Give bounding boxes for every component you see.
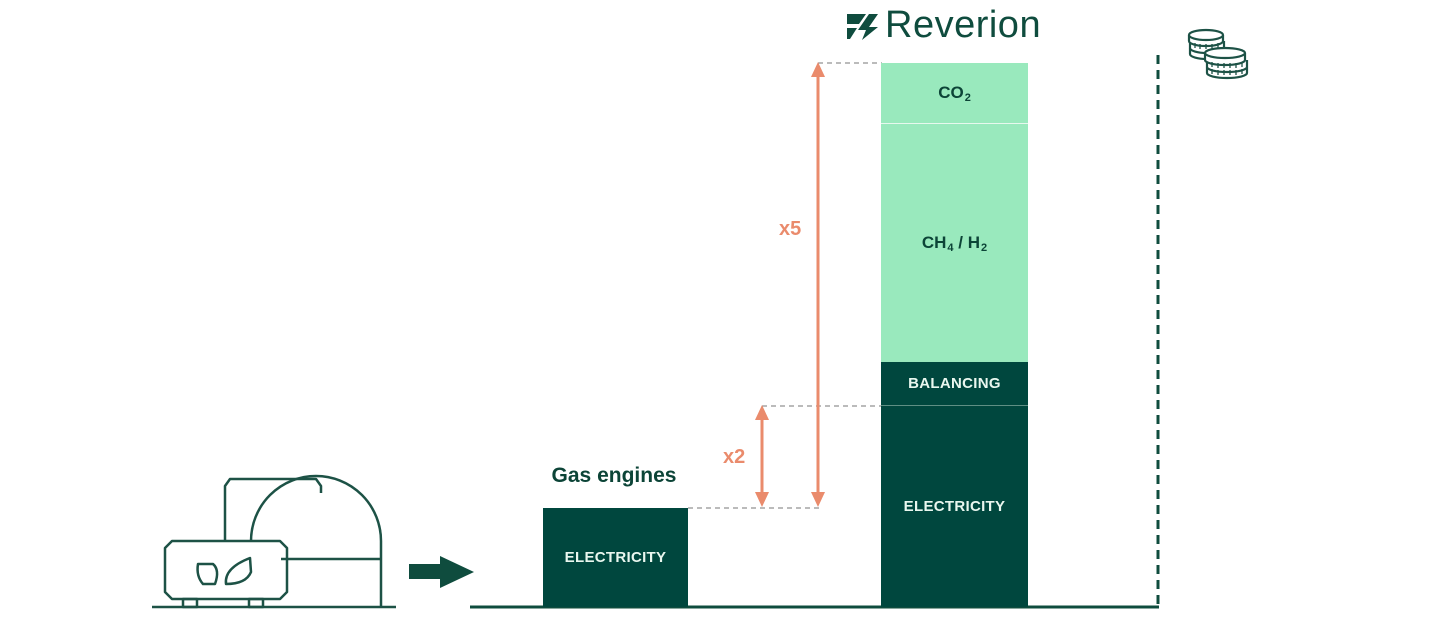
segment-label: BALANCING xyxy=(908,375,1001,392)
right-arrow-icon xyxy=(409,556,474,588)
segment-divider xyxy=(881,123,1028,124)
x5-double-arrow xyxy=(811,62,825,507)
gas-engines-title: Gas engines xyxy=(551,464,677,487)
coins-icon xyxy=(1187,28,1249,80)
reverion-mark-icon xyxy=(847,14,878,40)
segment-label: ELECTRICITY xyxy=(903,498,1006,515)
x5-multiplier-label: x5 xyxy=(779,218,802,240)
segment-label: CH4 / H2 xyxy=(921,232,988,254)
reverion-ch4-h2-segment: CH4 / H2 xyxy=(881,124,1028,362)
segment-label: ELECTRICITY xyxy=(564,549,667,566)
reverion-co2-segment: CO2 xyxy=(881,63,1028,123)
x2-multiplier-label: x2 xyxy=(723,446,746,468)
reverion-electricity-segment: ELECTRICITY xyxy=(881,406,1028,607)
segment-divider xyxy=(881,405,1028,406)
x2-double-arrow xyxy=(755,405,769,507)
gas-engines-electricity-bar: ELECTRICITY xyxy=(543,508,688,607)
brand-logo-text: Reverion xyxy=(885,4,1042,46)
reverion-balancing-segment: BALANCING xyxy=(881,362,1028,405)
segment-label: CO2 xyxy=(938,82,971,104)
biogas-plant-icon xyxy=(152,474,396,609)
